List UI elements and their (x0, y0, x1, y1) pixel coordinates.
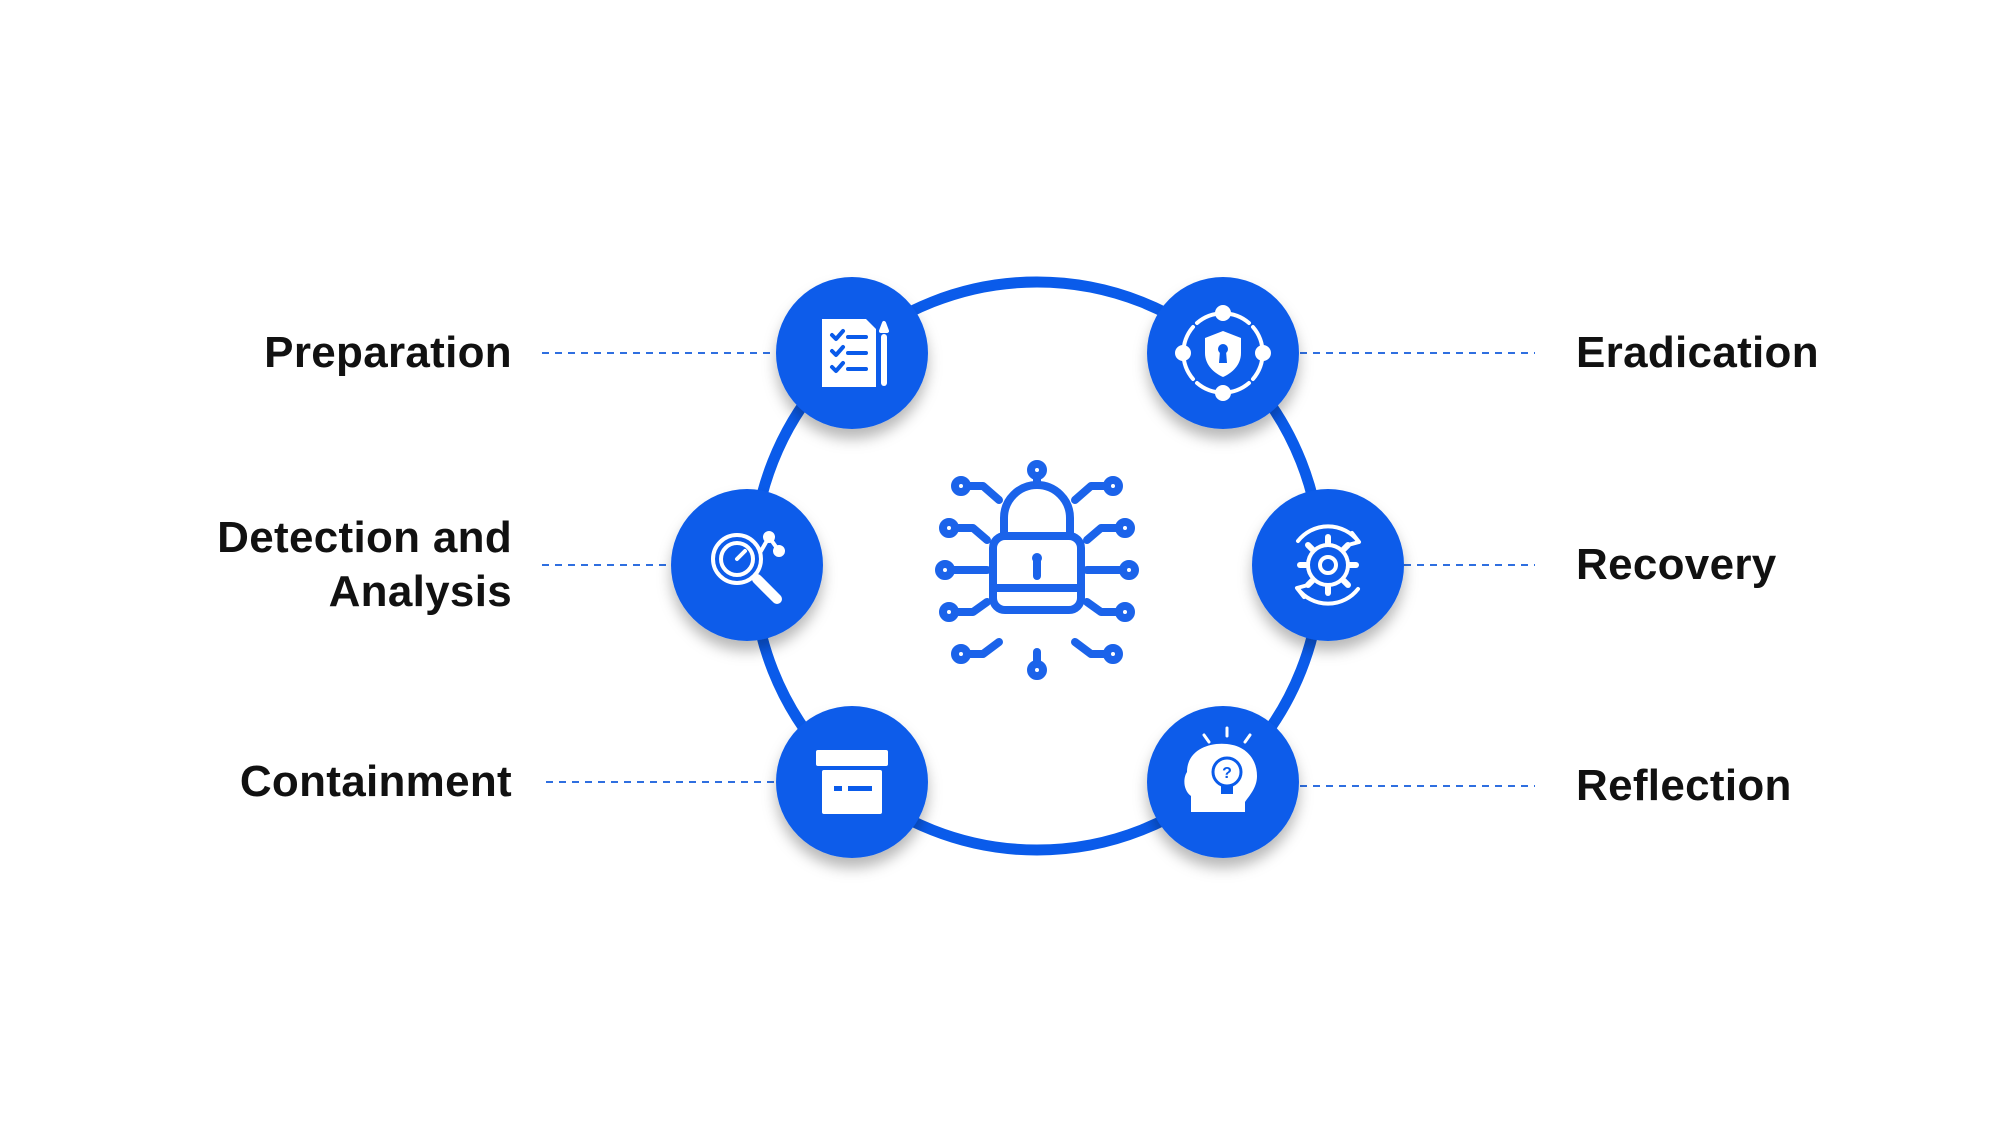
stage-node-detection[interactable] (671, 489, 823, 641)
stage-label-containment: Containment (239, 757, 512, 806)
stage-label-eradication: Eradication (1576, 328, 1819, 377)
stage-label-detection: Detection and Analysis (217, 513, 512, 616)
head-lightbulb-icon: ? (1184, 726, 1257, 812)
svg-text:?: ? (1222, 765, 1232, 782)
storage-box-icon (816, 750, 888, 814)
stage-label-preparation: Preparation (264, 328, 512, 377)
magnifier-gauge-icon (711, 531, 785, 604)
stage-label-recovery: Recovery (1576, 540, 1777, 589)
stage-node-containment[interactable] (776, 706, 928, 858)
checklist-clipboard-icon (822, 319, 889, 387)
stage-node-recovery[interactable] (1252, 489, 1404, 641)
stage-node-eradication[interactable] (1147, 277, 1299, 429)
stage-node-reflection[interactable]: ? (1147, 706, 1299, 858)
stage-label-reflection: Reflection (1576, 761, 1792, 810)
connectors (542, 352, 1535, 787)
shield-keyhole-icon (1175, 305, 1271, 401)
gear-refresh-icon (1295, 524, 1361, 606)
circuit-lock-icon (935, 460, 1139, 680)
stage-node-preparation[interactable] (776, 277, 928, 429)
